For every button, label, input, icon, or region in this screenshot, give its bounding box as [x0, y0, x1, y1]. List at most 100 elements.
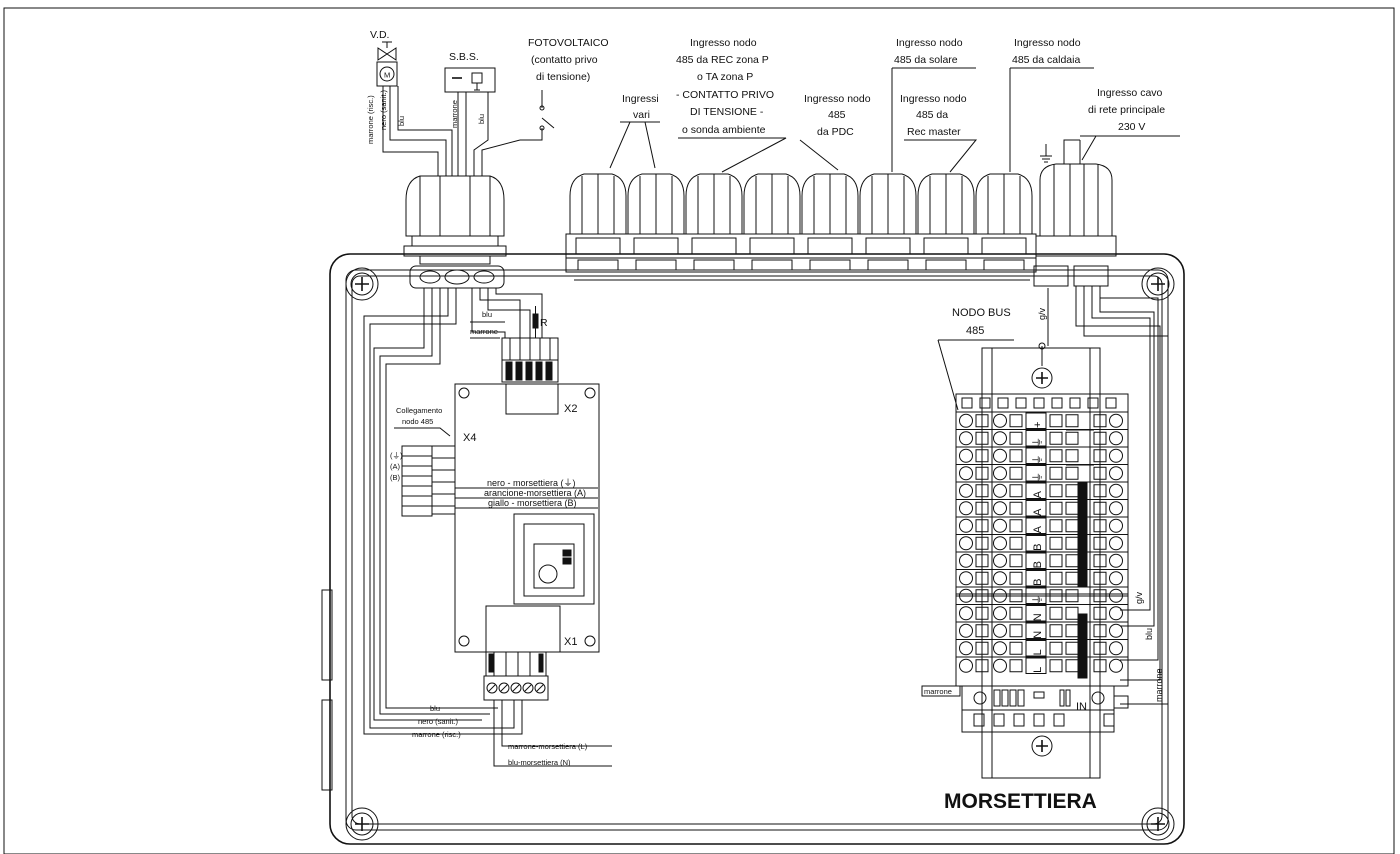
corner-screw-tl: [345, 267, 379, 301]
sbs-sensor: [444, 67, 496, 93]
x1-screw-5: [534, 682, 546, 694]
fotovoltaico-label: FOTOVOLTAICO (contatto privo di tensione…: [528, 37, 609, 83]
x1-screw-4: [522, 682, 534, 694]
din-rail: [981, 342, 1101, 779]
svg-text:230 V: 230 V: [1118, 121, 1145, 133]
wire-label-marrone-risc: marrone (risc.): [366, 95, 375, 144]
connector-x4: [401, 445, 456, 517]
x4-terminal-earth: (⏚): [390, 451, 403, 460]
ingresso-rec-zona-label: Ingresso nodo 485 da REC zona P o TA zon…: [676, 37, 787, 173]
svg-text:nodo 485: nodo 485: [402, 417, 433, 426]
svg-text:di tensione): di tensione): [536, 71, 590, 83]
svg-text:arancione-morsettiera (A): arancione-morsettiera (A): [484, 488, 586, 498]
earth-symbol-top: [1040, 144, 1052, 163]
terminal-row-1: +: [956, 411, 1128, 429]
x1-screw-3: [510, 682, 522, 694]
terminal-row-13: N: [956, 621, 1128, 639]
svg-text:485 da REC zona P: 485 da REC zona P: [676, 54, 769, 66]
label-in: IN: [1076, 701, 1087, 713]
terminal-symbol-3: ⏚: [1031, 454, 1044, 465]
terminal-row-12: N: [956, 604, 1128, 622]
svg-text:marrone: marrone: [924, 687, 952, 696]
terminal-symbol-4: ⏚: [1031, 472, 1044, 483]
label-blu-x2: blu: [482, 310, 492, 319]
svg-text:Ingresso nodo: Ingresso nodo: [690, 37, 757, 49]
svg-text:M: M: [384, 71, 390, 80]
svg-text:FOTOVOLTAICO: FOTOVOLTAICO: [528, 37, 609, 49]
internal-wires-right: [1075, 286, 1169, 705]
terminal-symbol-6: A: [1032, 508, 1044, 516]
svg-text:Ingresso nodo: Ingresso nodo: [1014, 37, 1081, 49]
cable-gland-4: [743, 173, 801, 271]
svg-text:vari: vari: [633, 109, 650, 121]
svg-text:Collegamento: Collegamento: [396, 406, 442, 415]
terminal-row-3: ⏚: [956, 446, 1128, 465]
x4-terminal-b: (B): [390, 473, 401, 482]
x4-terminal-a: (A): [390, 462, 401, 471]
x1-screw-1: [486, 682, 498, 694]
label-x2: X2: [564, 403, 577, 415]
svg-text:Rec master: Rec master: [907, 126, 961, 138]
vd-valve: M: [376, 41, 398, 87]
cable-gland-7: [917, 173, 975, 271]
svg-text:nero (sanit.): nero (sanit.): [418, 717, 459, 726]
terminal-symbol-15: L: [1032, 667, 1044, 673]
sbs-label: S.B.S.: [449, 51, 479, 63]
svg-text:di rete principale: di rete principale: [1088, 104, 1165, 116]
connector-x1: [483, 651, 549, 701]
svg-text:blu: blu: [430, 704, 440, 713]
svg-text:marrone (risc.): marrone (risc.): [412, 730, 461, 739]
svg-text:blu-morsettiera (N): blu-morsettiera (N): [508, 758, 571, 767]
svg-text:Ingresso nodo: Ingresso nodo: [804, 93, 871, 105]
terminal-row-7: A: [956, 516, 1128, 534]
internal-wires-left: [363, 288, 612, 767]
drawing-frame: [3, 7, 1395, 854]
svg-text:- CONTATTO PRIVO: - CONTATTO PRIVO: [676, 89, 774, 101]
svg-text:o sonda ambiente: o sonda ambiente: [682, 124, 766, 136]
svg-text:Ingresso nodo: Ingresso nodo: [896, 37, 963, 49]
terminal-row-5: A: [956, 481, 1128, 499]
terminal-symbol-1: +: [1032, 422, 1044, 428]
terminal-symbol-10: B: [1032, 579, 1044, 586]
corner-screw-br: [1141, 807, 1175, 841]
terminal-symbol-9: B: [1032, 561, 1044, 568]
terminal-row-15: L: [956, 656, 1128, 674]
terminal-row-8: B: [956, 534, 1128, 552]
mains-gland: [1033, 139, 1117, 287]
photovoltaic-contact: [520, 90, 555, 141]
cable-gland-5: [801, 173, 859, 271]
gland-row: [565, 173, 1037, 281]
resistor-r: [532, 306, 539, 338]
svg-text:giallo - morsettiera (B): giallo - morsettiera (B): [488, 498, 577, 508]
x1-screw-2: [498, 682, 510, 694]
terminal-symbol-11: ⏚: [1031, 594, 1044, 605]
marrone-left-label: marrone: [921, 685, 961, 697]
main-cable-gland: [403, 175, 507, 289]
svg-text:485 da caldaia: 485 da caldaia: [1012, 54, 1080, 66]
terminal-symbol-13: N: [1032, 631, 1044, 639]
top-wires: [382, 86, 521, 176]
svg-text:DI TENSIONE -: DI TENSIONE -: [690, 106, 764, 118]
ingresso-pdc-label: Ingresso nodo 485 da PDC: [799, 93, 871, 171]
wire-label-marrone: marrone: [450, 100, 459, 128]
svg-text:Ingresso nodo: Ingresso nodo: [900, 93, 967, 105]
terminal-symbol-7: A: [1032, 525, 1044, 533]
svg-text:NODO BUS: NODO BUS: [952, 307, 1011, 319]
ingressi-vari-label: Ingressi vari: [609, 93, 660, 169]
corner-screw-bl: [345, 807, 379, 841]
label-gv-right: g/v: [1134, 591, 1144, 604]
svg-text:Ingressi: Ingressi: [622, 93, 659, 105]
ingresso-caldaia-label: Ingresso nodo 485 da caldaia: [1009, 37, 1094, 172]
cable-gland-8: [975, 173, 1033, 271]
wire-label-blu-2: blu: [477, 114, 486, 124]
label-r: R: [540, 317, 548, 329]
svg-text:o TA zona P: o TA zona P: [697, 71, 753, 83]
ingresso-solare-label: Ingresso nodo 485 da solare: [891, 37, 976, 172]
cable-gland-6: [859, 173, 917, 271]
vd-label: V.D.: [370, 29, 389, 41]
cable-gland-1: [569, 173, 627, 271]
cable-gland-2: [627, 173, 685, 271]
svg-text:485: 485: [966, 325, 984, 337]
wire-label-nero-sanit: nero (sanit.): [379, 89, 388, 130]
